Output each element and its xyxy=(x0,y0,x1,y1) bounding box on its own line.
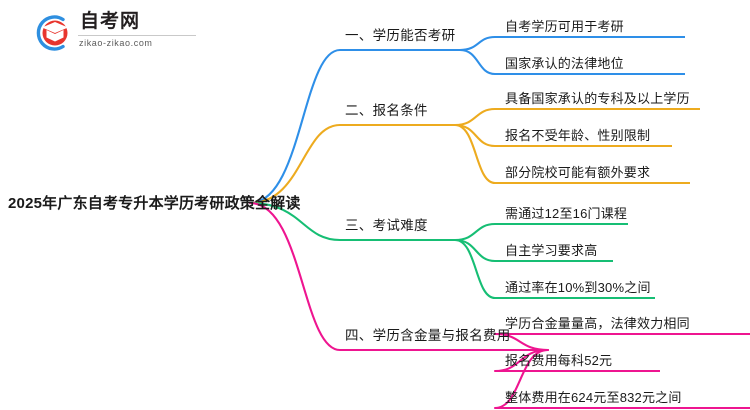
logo-name-cn: 自考网 xyxy=(80,11,141,32)
branch-node-label[interactable]: 二、报名条件 xyxy=(345,103,428,118)
site-logo: 自考网 zikao-zikao.com xyxy=(30,10,200,56)
logo-url: zikao-zikao.com xyxy=(79,38,153,48)
branch-connector xyxy=(248,48,342,205)
branch-connector xyxy=(248,201,342,242)
child-node-label[interactable]: 报名不受年龄、性别限制 xyxy=(505,128,651,143)
child-connector xyxy=(453,123,497,148)
child-connector xyxy=(453,107,497,127)
logo-divider xyxy=(78,35,196,36)
child-node-label[interactable]: 国家承认的法律地位 xyxy=(505,56,624,71)
child-node-label[interactable]: 自主学习要求高 xyxy=(505,243,598,258)
child-connector xyxy=(493,348,550,410)
branch-node-label[interactable]: 一、学历能否考研 xyxy=(345,28,456,43)
branch-node-label[interactable]: 三、考试难度 xyxy=(345,218,428,233)
graduation-cap-logo-icon xyxy=(36,15,68,51)
child-connector xyxy=(453,222,497,242)
branch-node-label[interactable]: 四、学历含金量与报名费用 xyxy=(345,328,511,343)
root-node-title: 2025年广东自考专升本学历考研政策全解读 xyxy=(8,195,301,212)
child-node-label[interactable]: 学历合金量量高，法律效力相同 xyxy=(505,316,690,331)
child-connector xyxy=(458,48,497,76)
child-node-label[interactable]: 部分院校可能有额外要求 xyxy=(505,165,651,180)
child-node-label[interactable]: 报名费用每科52元 xyxy=(505,353,613,368)
logo-wordmark: 自考网 zikao-zikao.com xyxy=(78,10,200,54)
child-node-label[interactable]: 具备国家承认的专科及以上学历 xyxy=(505,91,690,106)
child-node-label[interactable]: 整体费用在624元至832元之间 xyxy=(505,390,682,405)
child-connector xyxy=(453,238,497,263)
child-node-label[interactable]: 通过率在10%到30%之间 xyxy=(505,280,651,295)
child-connector xyxy=(458,35,497,52)
child-node-label[interactable]: 需通过12至16门课程 xyxy=(505,206,628,221)
child-connector xyxy=(453,238,497,300)
branch-connector xyxy=(248,123,342,205)
branch-connector xyxy=(248,201,342,352)
child-connector xyxy=(453,123,497,185)
child-node-label[interactable]: 自考学历可用于考研 xyxy=(505,19,624,34)
